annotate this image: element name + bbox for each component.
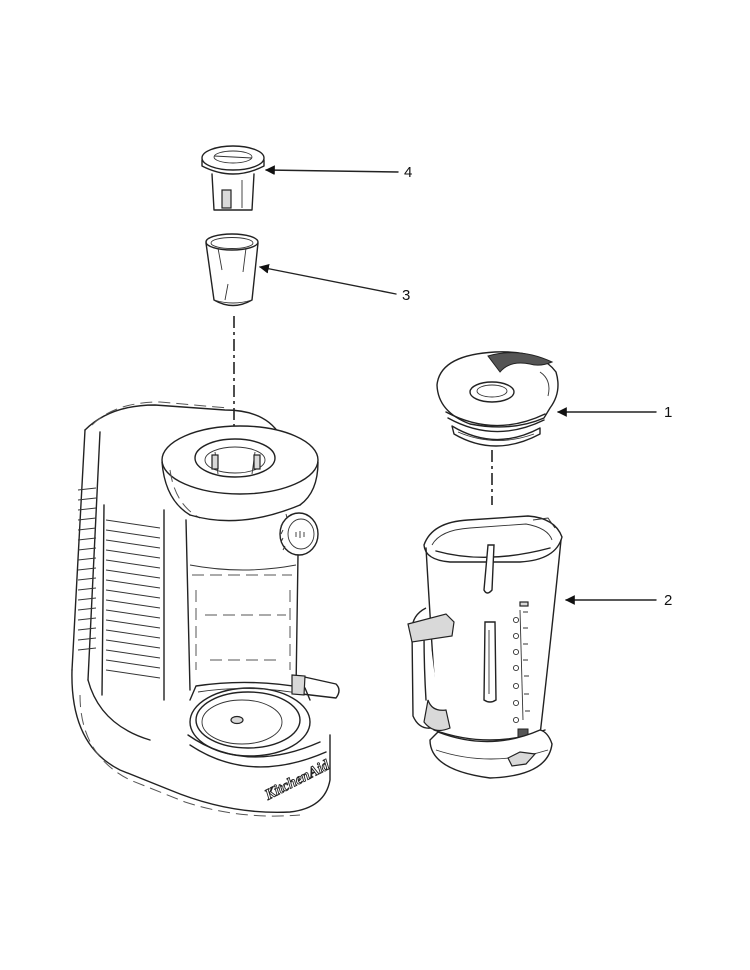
part-1-pitcher-lid bbox=[436, 351, 559, 447]
callout-4: 4 bbox=[404, 164, 413, 181]
vent-slots-left bbox=[77, 487, 97, 651]
measurement-scale bbox=[512, 601, 530, 738]
vent-slots-side bbox=[101, 504, 165, 701]
pitcher-handle bbox=[407, 607, 455, 732]
leader-3 bbox=[259, 263, 397, 295]
part-4-filter-cap bbox=[201, 145, 265, 211]
side-lever bbox=[291, 674, 340, 699]
leader-4 bbox=[265, 165, 399, 176]
callout-3: 3 bbox=[402, 287, 411, 304]
part-base-unit: KitchenAid bbox=[71, 401, 340, 817]
callout-leaders bbox=[259, 165, 657, 605]
control-dial bbox=[279, 512, 319, 556]
callout-2: 2 bbox=[664, 592, 673, 609]
part-3-filter-basket bbox=[205, 233, 259, 307]
callout-1: 1 bbox=[664, 404, 673, 421]
part-2-pitcher bbox=[407, 515, 563, 779]
